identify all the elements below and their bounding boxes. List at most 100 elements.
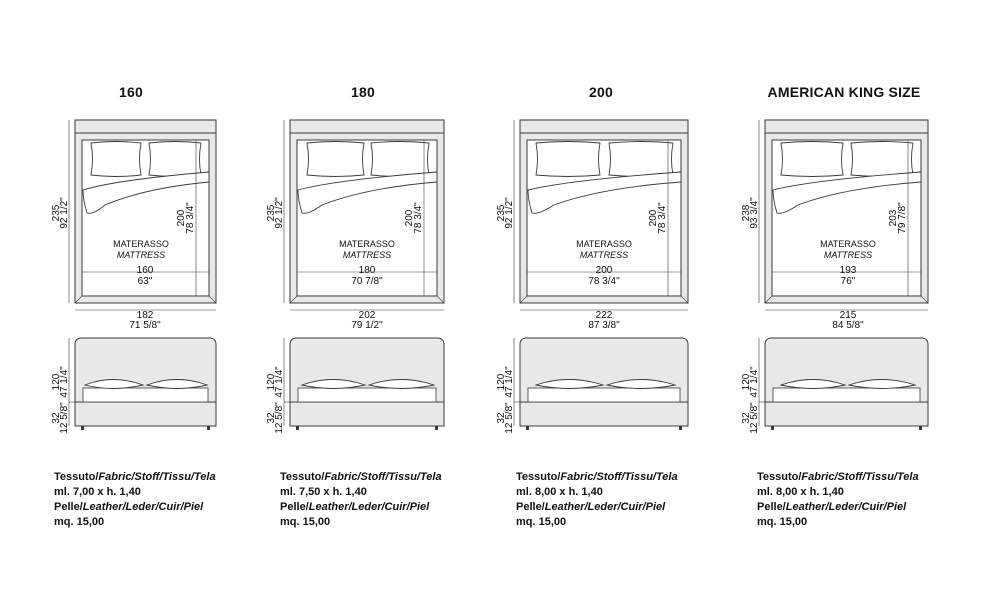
base-height-cm-label: 32: [266, 412, 277, 424]
bed-drawing: 235 92 1/2" 200 78 3/4" MATERASSO MATTRE…: [266, 119, 445, 434]
head-height-cm-label: 120: [51, 373, 62, 390]
pillow-left: [780, 141, 844, 177]
leather-line: Pelle/Leather/Leder/Cuir/Piel: [516, 500, 678, 515]
pillow-right: [608, 141, 674, 177]
mattress-width-cm-label: 160: [137, 265, 154, 276]
side-base: [764, 401, 929, 427]
side-pillow-right: [145, 379, 209, 389]
mattress-len-in-label: 79 7/8": [897, 202, 908, 234]
leather-label: Pelle/: [280, 501, 309, 513]
side-mattress: [527, 387, 681, 403]
mattress-len-cm-label: 203: [888, 209, 899, 226]
mattress-width-cm-label: 193: [840, 265, 857, 276]
fabric-line: Tessuto/Fabric/Stoff/Tissu/Tela: [280, 470, 442, 485]
mattress-len-cm-label: 200: [176, 209, 187, 226]
size-title: 160: [119, 84, 143, 100]
bed-column-160: 160 235 92 1/2" 200 78 3/4" MATERASSO: [25, 0, 255, 608]
leather-qty: mq. 15,00: [516, 516, 567, 528]
head-height-in-label: 47 1/4": [274, 366, 285, 398]
bed-drawing: 235 92 1/2" 200 78 3/4" MATERASSO MATTRE…: [51, 119, 217, 434]
leather-line: Pelle/Leather/Leder/Cuir/Piel: [757, 500, 919, 515]
fabric-label: Tessuto/: [757, 471, 802, 483]
side-pillow-left: [534, 379, 605, 389]
base-height-in-label: 12 5/8": [749, 402, 760, 434]
fabric-line: Tessuto/Fabric/Stoff/Tissu/Tela: [757, 470, 919, 485]
total-width-in-label: 71 5/8": [129, 320, 161, 331]
mattress-label: MATERASSO: [576, 239, 632, 249]
mattress-width-in-label: 70 7/8": [351, 276, 383, 287]
side-mattress: [772, 387, 921, 403]
headboard-strip: [519, 119, 689, 134]
side-mattress: [82, 387, 209, 403]
height-cm-label: 235: [266, 204, 277, 221]
leather-qty: mq. 15,00: [757, 516, 808, 528]
mattress-label-en: MATTRESS: [117, 250, 165, 260]
fabric-langs: Fabric/Stoff/Tissu/Tela: [801, 471, 919, 483]
headboard-strip: [764, 119, 929, 134]
height-in-label: 93 3/4": [749, 197, 760, 229]
total-width-in-label: 84 5/8": [832, 320, 864, 331]
base-height-cm-label: 32: [496, 412, 507, 424]
leather-qty: mq. 15,00: [280, 516, 331, 528]
head-height-in-label: 47 1/4": [504, 366, 515, 398]
base-height-in-label: 12 5/8": [59, 402, 70, 434]
fabric-langs: Fabric/Stoff/Tissu/Tela: [98, 471, 216, 483]
material-specs: Tessuto/Fabric/Stoff/Tissu/Tela ml. 8,00…: [516, 470, 678, 530]
duvet-fold: [527, 171, 682, 214]
leather-line: Pelle/Leather/Leder/Cuir/Piel: [280, 500, 442, 515]
bed-column-180: 180 235 92 1/2" 200 78 3/4" MATERASSO MA…: [240, 0, 470, 608]
height-cm-label: 238: [741, 204, 752, 221]
mattress-len-in-label: 78 3/4": [413, 202, 424, 234]
bed-column-200: 200 235 92 1/2" 200 78 3/4" MATERASSO MA…: [470, 0, 700, 608]
total-width-cm-label: 222: [596, 310, 613, 321]
fabric-langs: Fabric/Stoff/Tissu/Tela: [324, 471, 442, 483]
pillow-right: [850, 141, 914, 177]
total-width-cm-label: 182: [137, 310, 154, 321]
fabric-qty: ml. 7,00 x h. 1,40: [54, 486, 141, 498]
size-title: 200: [589, 84, 613, 100]
side-pillow-left: [300, 379, 367, 389]
head-height-cm-label: 120: [741, 373, 752, 390]
base-height-in-label: 12 5/8": [274, 402, 285, 434]
headboard-strip: [289, 119, 445, 134]
size-title: 180: [351, 84, 375, 100]
pillow-left: [306, 141, 365, 177]
fabric-label: Tessuto/: [54, 471, 99, 483]
pillow-left: [535, 141, 601, 177]
side-base: [74, 401, 217, 427]
side-base: [289, 401, 445, 427]
bed-drawing: 238 93 3/4" 203 79 7/8" MATERASSO MATTRE…: [741, 119, 929, 434]
side-pillow-right: [847, 379, 917, 389]
height-cm-label: 235: [51, 204, 62, 221]
height-in-label: 92 1/2": [59, 197, 70, 229]
head-height-cm-label: 120: [266, 373, 277, 390]
pillow-right: [148, 141, 202, 177]
fabric-line: Tessuto/Fabric/Stoff/Tissu/Tela: [54, 470, 216, 485]
headboard-strip: [74, 119, 217, 134]
mattress-len-in-label: 78 3/4": [657, 202, 668, 234]
head-height-in-label: 47 1/4": [59, 366, 70, 398]
duvet-fold: [82, 171, 210, 214]
side-pillow-left: [83, 379, 145, 389]
total-width-in-label: 79 1/2": [351, 320, 383, 331]
pillow-right: [370, 141, 430, 177]
mattress-len-cm-label: 200: [648, 209, 659, 226]
fabric-langs: Fabric/Stoff/Tissu/Tela: [560, 471, 678, 483]
bed-column-american-king: AMERICAN KING SIZE 238 93 3/4" 203 79 7/…: [715, 0, 945, 608]
leather-langs: Leather/Leder/Cuir/Piel: [785, 501, 907, 513]
leather-langs: Leather/Leder/Cuir/Piel: [82, 501, 204, 513]
mattress-label: MATERASSO: [113, 239, 169, 249]
height-in-label: 92 1/2": [274, 197, 285, 229]
material-specs: Tessuto/Fabric/Stoff/Tissu/Tela ml. 8,00…: [757, 470, 919, 530]
side-base: [519, 401, 689, 427]
fabric-label: Tessuto/: [280, 471, 325, 483]
leather-line: Pelle/Leather/Leder/Cuir/Piel: [54, 500, 216, 515]
side-mattress: [297, 387, 437, 403]
duvet-fold: [772, 171, 922, 214]
leather-label: Pelle/: [516, 501, 545, 513]
leather-langs: Leather/Leder/Cuir/Piel: [544, 501, 666, 513]
side-pillow-left: [779, 379, 847, 389]
mattress-label-en: MATTRESS: [824, 250, 872, 260]
mattress-len-in-label: 78 3/4": [185, 202, 196, 234]
leather-label: Pelle/: [757, 501, 786, 513]
